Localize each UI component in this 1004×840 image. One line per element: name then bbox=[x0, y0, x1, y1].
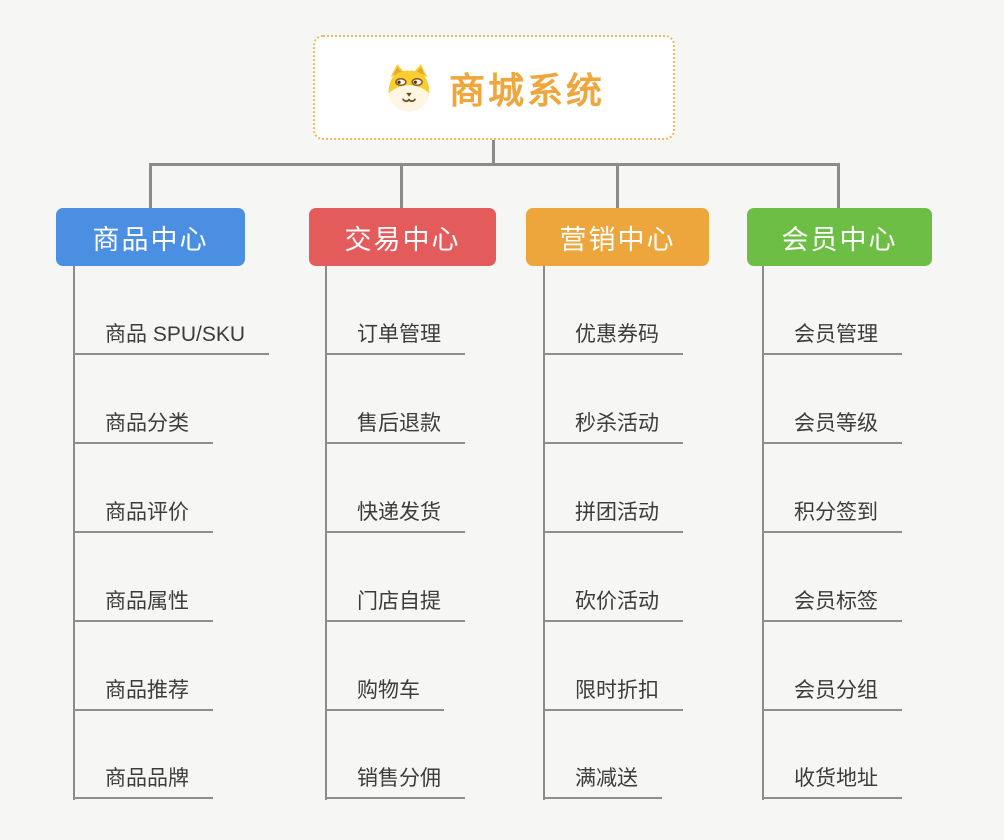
branch-trunk-connector bbox=[325, 266, 327, 800]
leaf-node[interactable]: 快递发货 bbox=[325, 498, 465, 533]
leaf-node[interactable]: 商品品牌 bbox=[73, 764, 213, 799]
leaf-node[interactable]: 限时折扣 bbox=[543, 676, 683, 711]
leaf-node[interactable]: 会员分组 bbox=[762, 676, 902, 711]
leaf-node[interactable]: 订单管理 bbox=[325, 320, 465, 355]
leaf-node[interactable]: 售后退款 bbox=[325, 409, 465, 444]
leaf-node[interactable]: 商品 SPU/SKU bbox=[73, 320, 270, 355]
leaf-node[interactable]: 商品推荐 bbox=[73, 676, 213, 711]
leaf-node[interactable]: 会员标签 bbox=[762, 587, 902, 622]
branch-drop-connector bbox=[837, 163, 840, 208]
root-title: 商城系统 bbox=[448, 69, 605, 111]
dog-face-icon bbox=[388, 63, 430, 112]
root-stub-connector bbox=[492, 140, 495, 166]
leaf-node[interactable]: 秒杀活动 bbox=[543, 409, 683, 444]
branch-node-1[interactable]: 交易中心 bbox=[309, 208, 496, 266]
leaf-node[interactable]: 满减送 bbox=[543, 764, 662, 799]
branch-trunk-connector bbox=[543, 266, 545, 800]
leaf-node[interactable]: 商品评价 bbox=[73, 498, 213, 533]
branch-node-3[interactable]: 会员中心 bbox=[747, 208, 932, 266]
leaf-node[interactable]: 砍价活动 bbox=[543, 587, 683, 622]
leaf-node[interactable]: 拼团活动 bbox=[543, 498, 683, 533]
leaf-node[interactable]: 积分签到 bbox=[762, 498, 902, 533]
leaf-node[interactable]: 商品分类 bbox=[73, 409, 213, 444]
root-node[interactable]: 商城系统 bbox=[313, 35, 675, 140]
branch-drop-connector bbox=[616, 163, 619, 208]
leaf-node[interactable]: 会员等级 bbox=[762, 409, 902, 444]
branch-drop-connector bbox=[400, 163, 403, 208]
leaf-node[interactable]: 收货地址 bbox=[762, 764, 902, 799]
leaf-node[interactable]: 会员管理 bbox=[762, 320, 902, 355]
leaf-node[interactable]: 门店自提 bbox=[325, 587, 465, 622]
branch-node-2[interactable]: 营销中心 bbox=[526, 208, 709, 266]
branch-node-0[interactable]: 商品中心 bbox=[56, 208, 245, 266]
bus-connector bbox=[149, 163, 840, 166]
branch-trunk-connector bbox=[762, 266, 764, 800]
branch-drop-connector bbox=[149, 163, 152, 208]
leaf-node[interactable]: 购物车 bbox=[325, 676, 444, 711]
leaf-node[interactable]: 优惠券码 bbox=[543, 320, 683, 355]
leaf-node[interactable]: 销售分佣 bbox=[325, 764, 465, 799]
branch-trunk-connector bbox=[73, 266, 75, 800]
leaf-node[interactable]: 商品属性 bbox=[73, 587, 213, 622]
